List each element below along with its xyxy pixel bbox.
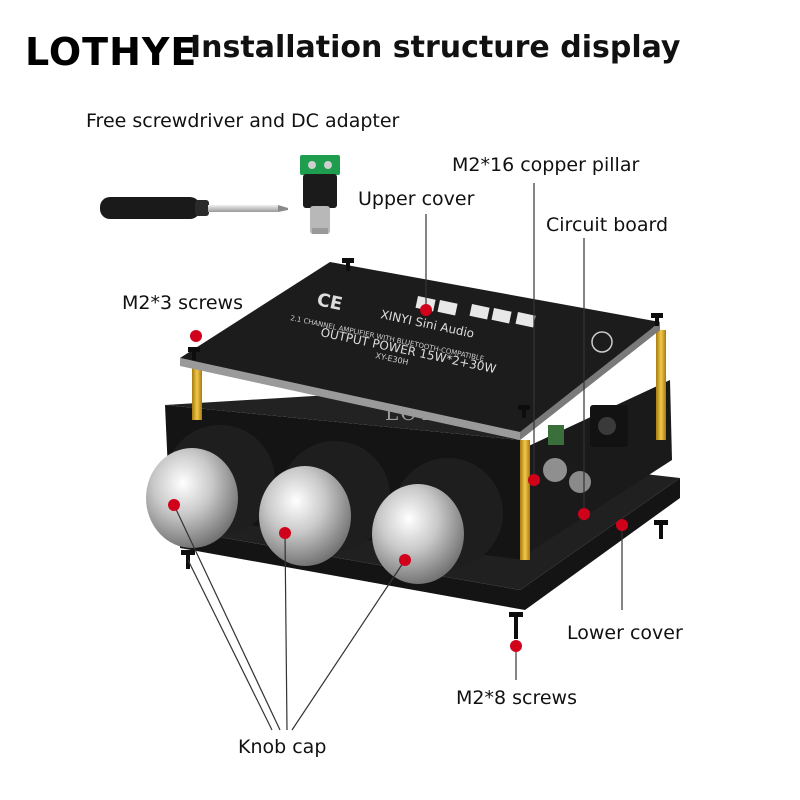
copper-pillars (192, 330, 666, 560)
callout-markers (168, 304, 628, 652)
screw-icon (188, 258, 663, 418)
upper-cover: CE XINYI Sini Audio 2.1 CHANNEL AMPLIFIE… (180, 262, 660, 440)
upper-cover-label: Upper cover (358, 188, 475, 210)
accessories-label: Free screwdriver and DC adapter (86, 110, 400, 132)
knob-cap-label: Knob cap (238, 736, 327, 758)
m2x8-screws-label: M2*8 screws (456, 687, 577, 709)
copper-pillar-label: M2*16 copper pillar (452, 154, 640, 176)
screw-icon (181, 520, 668, 639)
circuit-board (520, 380, 672, 555)
lower-cover-label: Lower cover (567, 622, 683, 644)
screwdriver-icon (100, 197, 288, 219)
circuit-board-label: Circuit board (546, 214, 669, 236)
page-title: Installation structure display (190, 30, 681, 65)
m2x3-screws-label: M2*3 screws (122, 292, 243, 314)
dc-adapter-icon (300, 155, 340, 234)
brand-logo: LOTHYE (25, 30, 198, 74)
ce-mark: CE (315, 289, 344, 315)
knob-icon (146, 425, 503, 584)
